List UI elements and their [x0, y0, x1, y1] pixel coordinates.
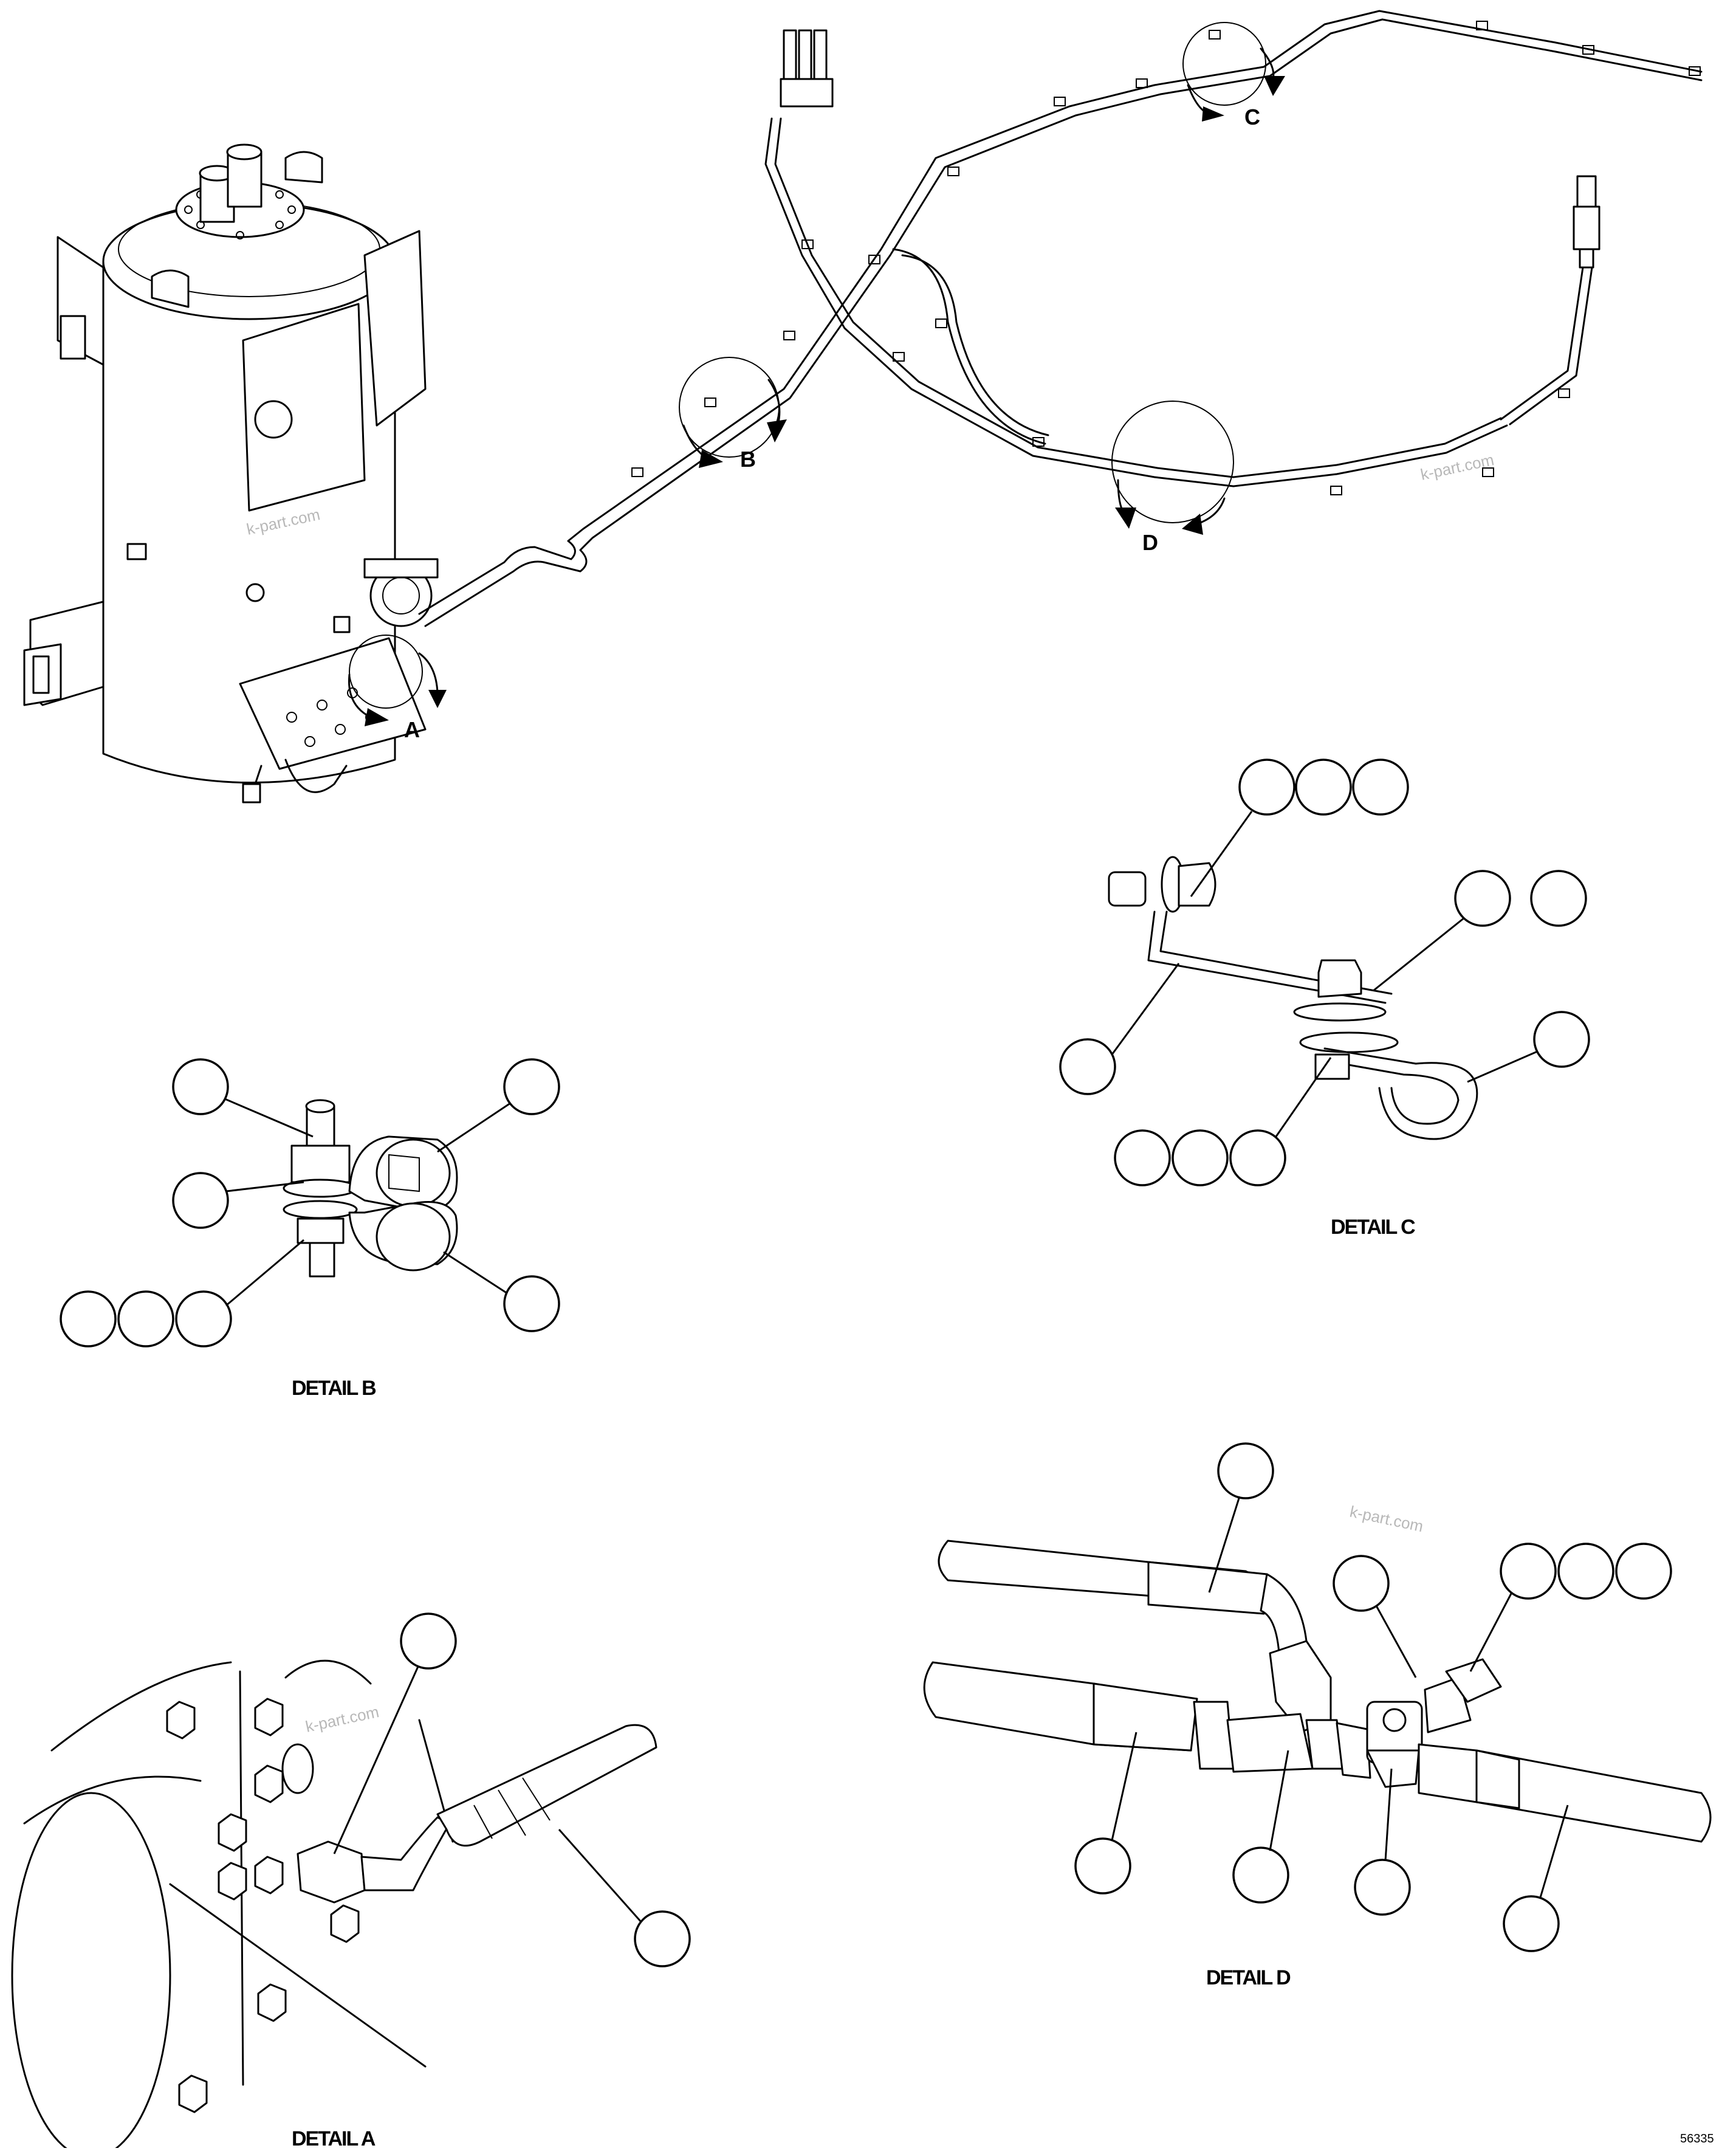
detail-d-drawing [923, 1540, 1712, 1843]
watermark-4: k-part.com [304, 1702, 380, 1736]
grease-line-routing [418, 10, 1703, 627]
detail-callout-d: D [1111, 401, 1234, 555]
detail-callout-c: C [1182, 22, 1285, 129]
detail-d-title: DETAIL D [1206, 1966, 1291, 1989]
detail-callout-b: B [679, 357, 787, 472]
detail-c-balloons [1059, 759, 1590, 1186]
detail-b-drawing [283, 1099, 458, 1278]
detail-callout-a: A [348, 635, 447, 742]
detail-c-title: DETAIL C [1331, 1216, 1415, 1239]
watermark-3: k-part.com [1348, 1502, 1425, 1536]
detail-c-drawing [1108, 856, 1478, 1140]
detail-a-title: DETAIL A [292, 2127, 376, 2148]
callout-label-b: B [740, 447, 756, 472]
detail-b-title: DETAIL B [292, 1377, 376, 1400]
reservoir-tank [23, 143, 439, 804]
detail-b-balloons [60, 1058, 560, 1347]
detail-a-balloons [333, 1612, 691, 1967]
callout-label-d: D [1142, 530, 1158, 555]
callout-label-c: C [1244, 105, 1260, 129]
detail-d-balloons [1074, 1442, 1672, 1952]
callout-label-a: A [404, 717, 420, 742]
detail-a-drawing [11, 1659, 657, 2151]
figure-number: 56335 [1680, 2132, 1714, 2146]
